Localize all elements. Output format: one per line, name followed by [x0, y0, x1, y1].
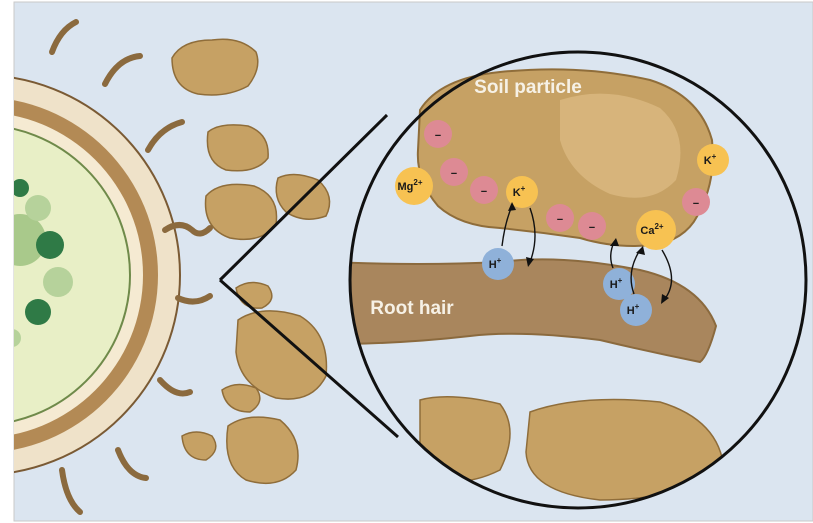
svg-text:−: −	[693, 198, 699, 210]
ion-mg: Mg2+	[395, 167, 433, 205]
negative-charge: −	[682, 188, 710, 216]
svg-text:−: −	[589, 222, 595, 234]
svg-text:−: −	[435, 130, 441, 142]
negative-charge: −	[578, 212, 606, 240]
negative-charge: −	[440, 158, 468, 186]
ion-k-left: K+	[506, 176, 538, 208]
svg-text:−: −	[481, 186, 487, 198]
negative-charge: −	[470, 176, 498, 204]
svg-text:−: −	[451, 168, 457, 180]
ion-h-right: H+	[620, 294, 652, 326]
negative-charge: −	[424, 120, 452, 148]
ion-k-right: K+	[697, 144, 729, 176]
soil-particle-label: Soil particle	[474, 77, 582, 98]
negative-charge: −	[546, 204, 574, 232]
root-hair-label: Root hair	[370, 298, 454, 319]
ion-h-left: H+	[482, 248, 514, 280]
ion-ca: Ca2+	[636, 210, 676, 250]
svg-text:−: −	[557, 214, 563, 226]
